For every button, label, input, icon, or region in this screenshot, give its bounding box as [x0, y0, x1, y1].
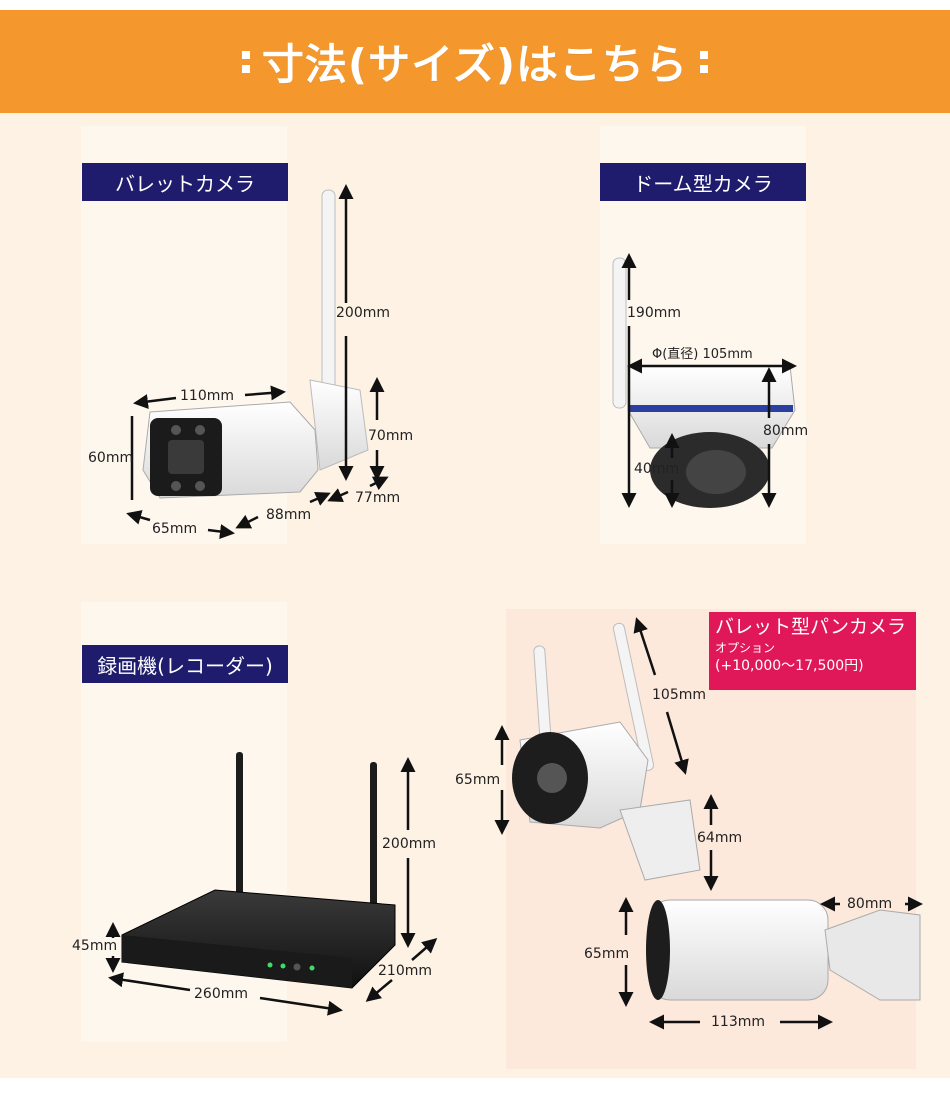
- footer-space: [0, 1078, 950, 1108]
- bullet-dim-antenna: 200mm: [336, 305, 390, 321]
- bullet-dim-width: 65mm: [152, 521, 198, 537]
- dome-dim-height: 80mm: [763, 423, 809, 439]
- bullet-camera-label: バレットカメラ: [82, 163, 288, 201]
- dome-camera-label: ドーム型カメラ: [600, 163, 806, 201]
- recorder-arrows: [105, 757, 438, 1016]
- recorder-dim-width: 260mm: [194, 986, 248, 1002]
- pan-dim-head: 65mm: [455, 772, 501, 788]
- recorder-dim-height: 45mm: [72, 938, 118, 954]
- bullet-camera-image: [142, 189, 369, 499]
- recorder-dim-depth: 210mm: [378, 963, 432, 979]
- dome-dim-lens: 40mm: [634, 461, 680, 477]
- pan-camera-option: オプション: [715, 641, 776, 655]
- header-dots-right: [700, 45, 709, 79]
- bullet-dim-height: 60mm: [88, 450, 134, 466]
- header-banner: 寸法(サイズ)はこちら: [0, 10, 950, 113]
- dome-arrows: [621, 253, 797, 508]
- page-title: 寸法(サイズ)はこちら: [261, 40, 689, 89]
- pan-arrows: [494, 617, 923, 1030]
- dome-dim-diameter: Φ(直径) 105mm: [652, 347, 753, 362]
- recorder-label: 録画機(レコーダー): [82, 645, 288, 683]
- pan-dim-side-length: 113mm: [711, 1014, 765, 1030]
- bullet-dim-base: 77mm: [355, 490, 401, 506]
- recorder-image: [121, 752, 396, 989]
- bullet-dim-mount-height: 70mm: [368, 428, 414, 444]
- bullet-arrows: [126, 184, 389, 539]
- dome-dim-total: 190mm: [627, 305, 681, 321]
- dome-camera-image: [612, 257, 796, 508]
- bullet-dim-length: 110mm: [180, 388, 234, 404]
- pan-camera-label: バレット型パンカメラ オプション (+10,000〜17,500円): [709, 612, 916, 690]
- bullet-dim-depth: 88mm: [266, 507, 312, 523]
- pan-camera-title: バレット型パンカメラ: [715, 616, 906, 638]
- pan-dim-side-arm: 80mm: [847, 896, 893, 912]
- pan-dim-side-height: 65mm: [584, 946, 630, 962]
- recorder-dim-antenna: 200mm: [382, 836, 436, 852]
- pan-dim-mount: 64mm: [697, 830, 743, 846]
- pan-dim-antenna: 105mm: [652, 687, 706, 703]
- header-dots-left: [241, 45, 250, 79]
- pan-camera-price: (+10,000〜17,500円): [715, 658, 864, 674]
- pan-camera-image: [512, 622, 921, 1001]
